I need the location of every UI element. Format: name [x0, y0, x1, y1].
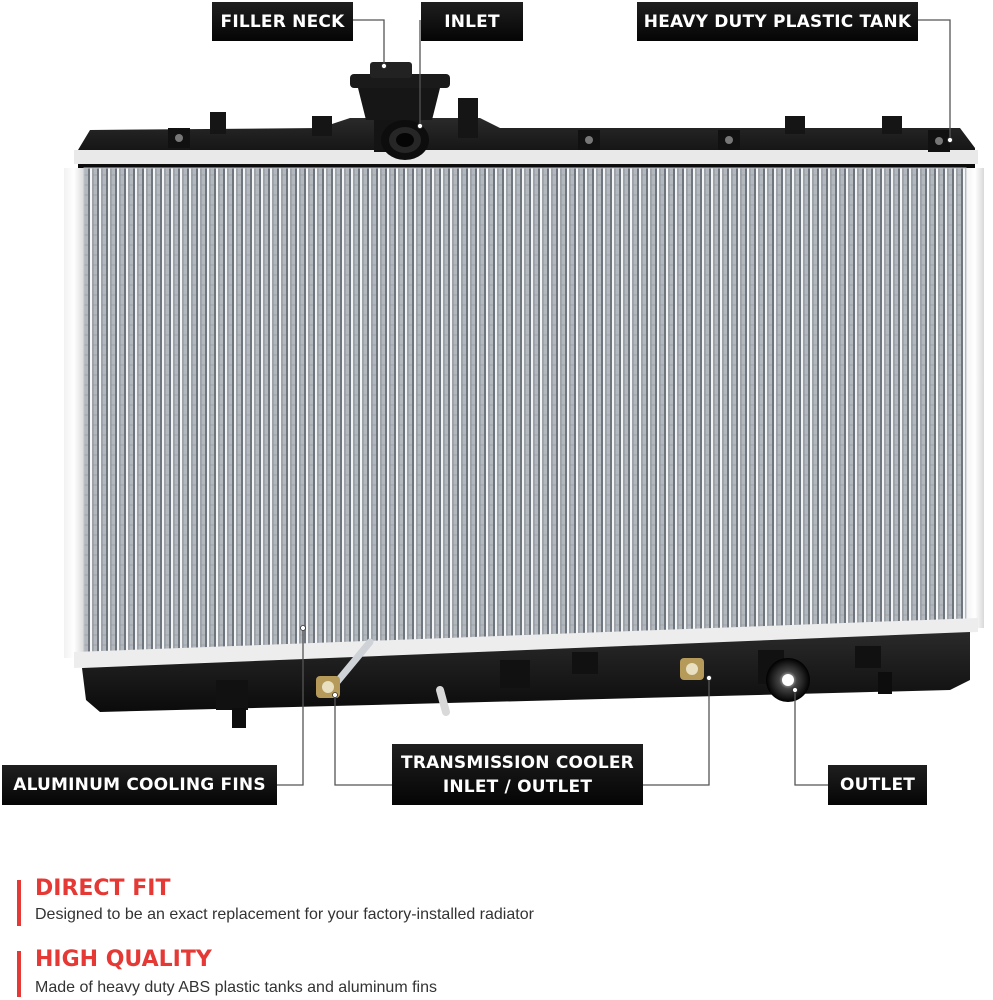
callout-heavy-duty-plastic-tank: HEAVY DUTY PLASTIC TANK — [637, 2, 918, 41]
callout-inlet-label: INLET — [444, 11, 500, 32]
feature-high-quality: HIGH QUALITY Made of heavy duty ABS plas… — [17, 947, 717, 999]
feature-description: Made of heavy duty ABS plastic tanks and… — [35, 979, 437, 996]
callout-filler-neck: FILLER NECK — [212, 2, 353, 41]
feature-direct-fit: DIRECT FIT Designed to be an exact repla… — [17, 876, 717, 926]
feature-accent-bar — [17, 951, 21, 997]
callout-transmission-cooler-line1: TRANSMISSION COOLER — [401, 752, 634, 773]
feature-title: HIGH QUALITY — [35, 947, 212, 972]
callout-aluminum-cooling-fins: ALUMINUM COOLING FINS — [2, 765, 277, 805]
outlet-part — [758, 650, 810, 702]
callout-outlet: OUTLET — [828, 765, 927, 805]
callout-aluminum-cooling-fins-label: ALUMINUM COOLING FINS — [13, 775, 266, 795]
leader-lines — [302, 19, 951, 760]
callout-inlet: INLET — [421, 2, 523, 41]
feature-title: DIRECT FIT — [35, 876, 171, 901]
callout-heavy-duty-plastic-tank-label: HEAVY DUTY PLASTIC TANK — [643, 11, 912, 32]
feature-accent-bar — [17, 880, 21, 926]
bottom-header — [74, 618, 978, 668]
bottom-tank — [82, 632, 970, 728]
callout-filler-neck-label: FILLER NECK — [220, 11, 345, 32]
lower-leader-lines — [277, 760, 828, 786]
callout-outlet-label: OUTLET — [839, 775, 916, 795]
right-side-bar — [966, 168, 984, 628]
inlet-part — [381, 120, 429, 160]
feature-description: Designed to be an exact replacement for … — [35, 906, 534, 923]
transmission-cooler-fittings — [316, 638, 704, 716]
top-tank — [74, 98, 978, 168]
callout-transmission-cooler: TRANSMISSION COOLER INLET / OUTLET — [392, 744, 643, 805]
aluminum-fin-core — [84, 168, 966, 662]
radiator-image — [64, 19, 984, 760]
callout-transmission-cooler-line2: INLET / OUTLET — [442, 776, 593, 797]
left-side-bar — [64, 168, 84, 658]
